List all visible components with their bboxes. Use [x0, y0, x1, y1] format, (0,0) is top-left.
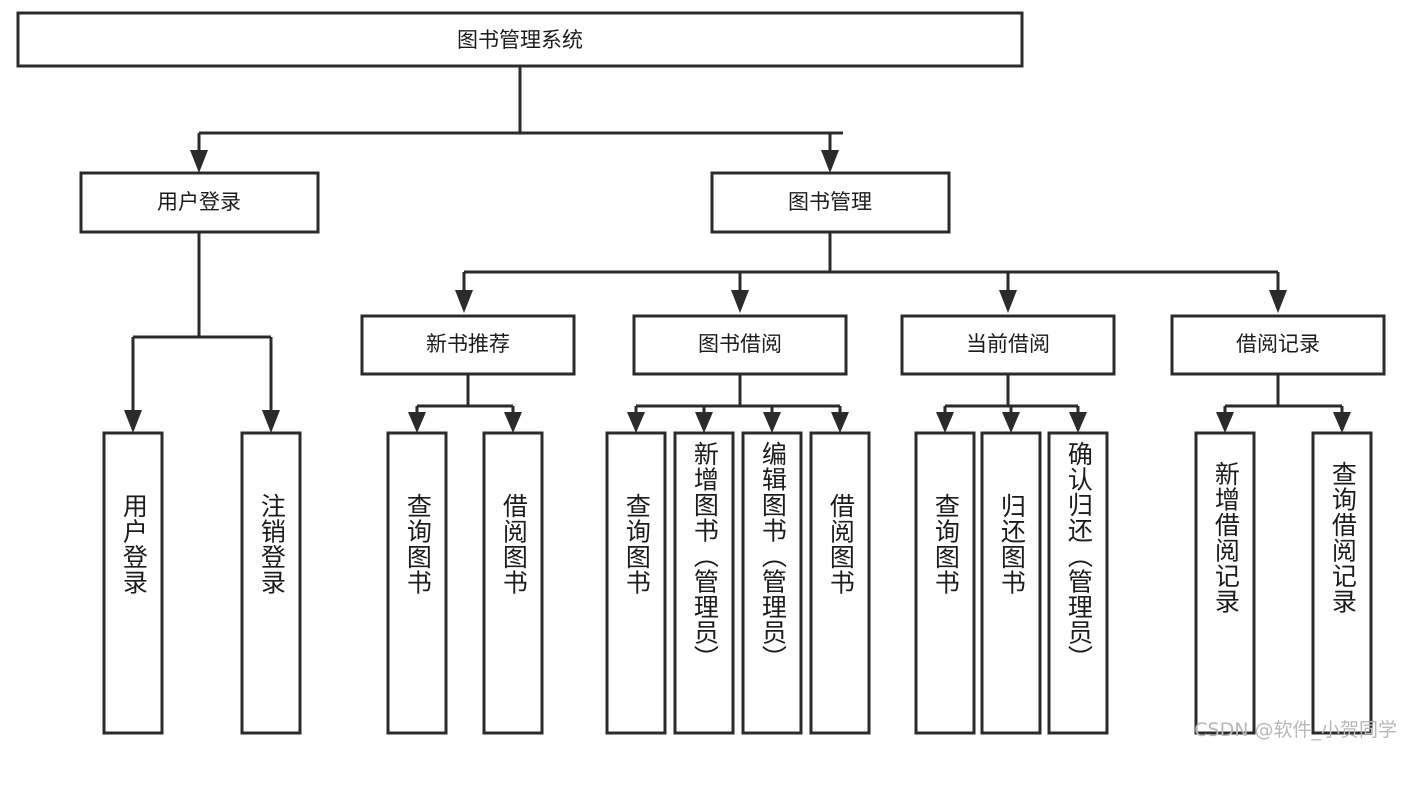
node-leaf-query-book-1[interactable] — [386, 431, 448, 735]
node-leaf-add-book[interactable] — [673, 431, 735, 735]
node-leaf-user-logout[interactable] — [240, 431, 302, 735]
org-chart-diagram: 图书管理系统 用户登录 图书管理 新书推荐 图书借阅 当前借阅 借阅记录 — [16, 11, 1397, 741]
node-current-borrow[interactable]: 当前借阅 — [900, 314, 1116, 376]
node-borrow-record-label: 借阅记录 — [1236, 332, 1320, 356]
node-book-borrow-label: 图书借阅 — [698, 332, 782, 356]
node-leaf-edit-book[interactable] — [741, 431, 803, 735]
node-user-login[interactable]: 用户登录 — [79, 171, 320, 234]
diagram-canvas: 图书管理系统 用户登录 图书管理 新书推荐 图书借阅 当前借阅 借阅记录 — [16, 11, 1386, 735]
watermark: CSDN @软件_小贺同学 — [1194, 719, 1397, 741]
node-user-login-label: 用户登录 — [157, 190, 241, 214]
connector-userlogin-to-leaves — [124, 232, 280, 433]
connector-bookmanage-to-level2 — [455, 232, 1287, 313]
connector-currentborrow-to-leaves — [936, 374, 1087, 433]
node-new-book-recommend-label: 新书推荐 — [426, 332, 510, 356]
connector-borrowrecord-to-leaves — [1216, 374, 1351, 433]
node-current-borrow-label: 当前借阅 — [966, 332, 1050, 356]
connector-newbook-to-leaves — [408, 374, 522, 433]
node-leaf-query-book-2[interactable] — [605, 431, 667, 735]
node-book-manage[interactable]: 图书管理 — [710, 171, 951, 234]
node-borrow-record[interactable]: 借阅记录 — [1170, 314, 1386, 376]
node-book-borrow[interactable]: 图书借阅 — [632, 314, 848, 376]
node-root[interactable]: 图书管理系统 — [16, 11, 1024, 68]
node-leaf-confirm-return[interactable] — [1047, 431, 1109, 735]
node-leaf-borrow-book-1[interactable] — [482, 431, 544, 735]
node-leaf-query-book-3[interactable] — [914, 431, 976, 735]
node-leaf-add-record[interactable] — [1194, 431, 1256, 735]
node-leaf-return-book[interactable] — [980, 431, 1042, 735]
node-root-label: 图书管理系统 — [457, 28, 583, 52]
connector-root-to-level1 — [190, 66, 843, 173]
node-leaf-user-login[interactable] — [102, 431, 164, 735]
connector-bookborrow-to-leaves — [627, 374, 849, 433]
node-leaf-borrow-book-2[interactable] — [809, 431, 871, 735]
node-book-manage-label: 图书管理 — [788, 190, 872, 214]
node-leaf-query-record[interactable] — [1311, 431, 1373, 735]
node-new-book-recommend[interactable]: 新书推荐 — [360, 314, 576, 376]
